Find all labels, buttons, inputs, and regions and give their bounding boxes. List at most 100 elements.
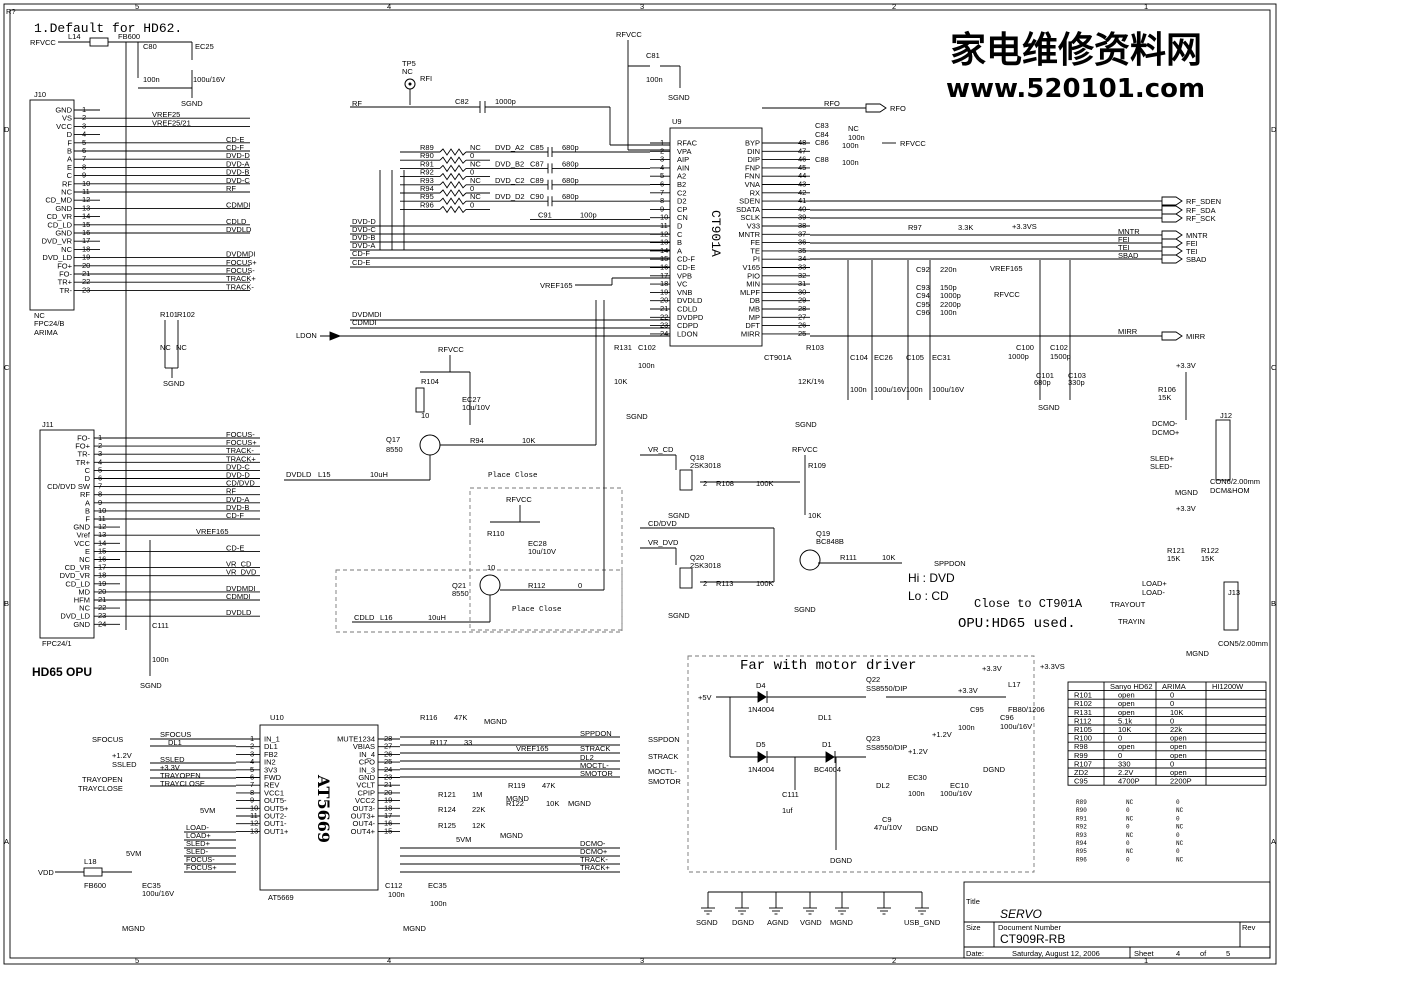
svg-text:CT901A: CT901A [708,210,723,257]
sgnd-label: SGND [795,420,817,429]
svg-text:RFI: RFI [420,74,432,83]
svg-text:J11: J11 [42,420,54,429]
u10-right-num: 16 [384,819,392,828]
dvd-input-nets: DVD-D DVD-C DVD-B DVD-A CD-F CD-E VREF16… [296,217,670,341]
svg-text:2SK3018: 2SK3018 [690,561,721,570]
u9-right-pin: MLPF [740,288,760,297]
j10-pin-name: FO- [59,270,72,279]
servo-net: TEI [1118,243,1130,252]
mnt-cap-ref: C101 [1036,371,1054,380]
testpoint-tp5: TP5 NC RFI [402,59,432,105]
u10-res-ref: R116 [420,713,437,722]
u9-left-num: 7 [660,188,664,197]
u10-right-port: SSPDON [648,735,680,744]
gnd-label: AGND [767,918,789,927]
j10-net-label: DVD-D [226,151,250,160]
watermark-url: www.520101.com [946,74,1205,104]
servo-port [1161,254,1183,264]
svg-text:SGND: SGND [668,93,690,102]
j11-pin-num: 5 [98,465,102,474]
u9-right-pin: MIN [746,280,760,289]
svg-text:Q18: Q18 [690,453,704,462]
cap-val: 100u/16V [874,385,906,394]
j10-net-label: VREF25 [152,110,180,119]
u10-in-net: TRAYOPEN [160,771,201,780]
nc-a: NC [1126,832,1134,839]
u10-right-port: STRACK [648,752,678,761]
serial-label: RF_SDA [1186,206,1216,215]
u10-right-pin: VCC2 [355,796,375,805]
u9-right-pin: V165 [742,263,760,272]
svg-text:SPPDON: SPPDON [934,559,966,568]
u9-right-pin: PIO [747,271,760,280]
rnet-val: 0 [470,184,474,193]
u10-out-net: LOAD+ [186,831,211,840]
bom-cell: 0 [1170,759,1174,768]
rnet-ref: R96 [420,200,434,209]
u10-left-num: 12 [250,819,258,828]
j10-pin-num: 7 [82,154,86,163]
u9-right-pin: VNA [745,180,760,189]
u10-res-val: 1M [472,790,482,799]
u9-right-pin: DIN [747,147,760,156]
j11-pin-num: 3 [98,449,102,458]
bom-cell: 0 [1170,699,1174,708]
svg-text:LOAD-: LOAD- [1142,588,1165,597]
u9-left-pin: DVDPD [677,313,704,322]
border-col-bottom: 2 [892,956,896,965]
bom-cell: 0 [1118,734,1122,743]
svg-text:FPC24/B: FPC24/B [34,319,64,328]
svg-text:DL2: DL2 [876,781,890,790]
svg-text:Saturday, August 12, 2006: Saturday, August 12, 2006 [1012,949,1100,958]
u10-right-pin: CPIP [357,788,375,797]
u9-left-num: 24 [660,329,668,338]
mnt-cap-ref: C102 [1050,343,1068,352]
j11-pin-name: HFM [74,596,90,605]
u10-res-ref: R124 [438,805,456,814]
j10-net-label: TRACK+ [226,274,256,283]
bom-cell: open [1118,699,1135,708]
u10-res-ref: R121 [438,790,456,799]
svg-text:100K: 100K [756,479,774,488]
u10-right-net: DL2 [580,753,594,762]
j10-pin-name: TR- [60,286,73,295]
u9-right-num: 44 [798,171,806,180]
gnd-label: USB_GND [904,918,941,927]
u10-res-ref: R117 [430,738,447,747]
u10-in-net: DL1 [168,738,182,747]
u10-res-ref: R125 [438,821,456,830]
svg-text:1N4004: 1N4004 [748,765,774,774]
u9-right-num: 35 [798,246,806,255]
byp-cap-ref: C83 [815,121,829,130]
bom-cell: open [1170,768,1187,777]
bom-cell: 22k [1170,725,1182,734]
rnet-resistor [439,197,467,206]
u10-left-num: 5 [250,765,254,774]
svg-text:MGND: MGND [506,794,529,803]
j11-pin-name: GND [73,523,90,532]
r97-ref: R97 [908,223,922,232]
svg-text:FB80/1206: FB80/1206 [1008,705,1045,714]
j11-pin-num: 11 [98,514,106,523]
u10-right-port: MOCTL- [648,767,677,776]
u10-right-pin: MUTE1234 [337,735,375,744]
svg-text:+3.3V: +3.3V [982,664,1002,673]
j11-pin-name: C [85,466,91,475]
svg-text:SGND: SGND [140,681,162,690]
j11-pin-num: 16 [98,555,106,564]
byp-cap-val: 100n [848,133,865,142]
svg-text:R121: R121 [1167,546,1185,555]
j10-pin-num: 10 [82,179,90,188]
u9-right-pin: FNN [745,172,760,181]
u9-right-num: 40 [798,204,806,213]
rnet-val: 0 [470,200,474,209]
u10-right-pin: CPO [359,758,375,767]
j11-net-label: FOCUS+ [226,438,257,447]
svg-text:Sheet: Sheet [1134,949,1155,958]
